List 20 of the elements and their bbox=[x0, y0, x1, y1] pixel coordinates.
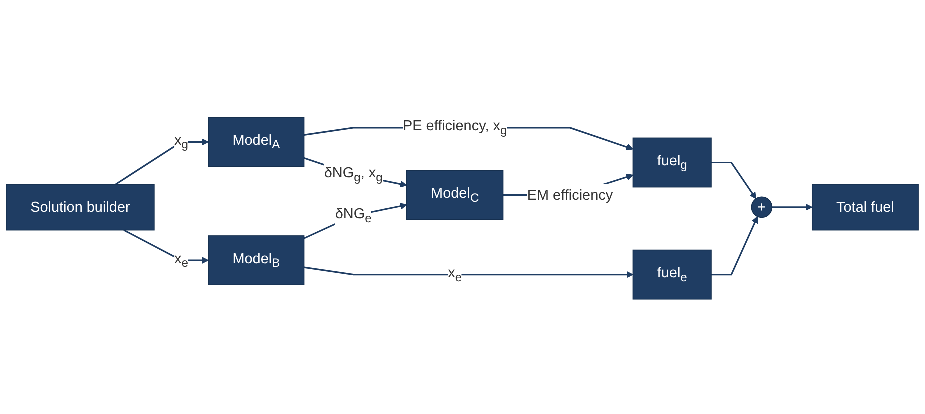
edge-label: δNG$_{e}$ bbox=[335, 205, 372, 226]
edge-label: x$_{e}$ bbox=[448, 264, 462, 284]
node-box: Model$_{A}$ bbox=[208, 116, 305, 167]
node-box: Model$_{B}$ bbox=[208, 235, 305, 286]
arrow bbox=[712, 216, 758, 276]
arrow bbox=[304, 202, 408, 239]
node-box: Total fuel bbox=[812, 184, 919, 230]
arrow bbox=[304, 266, 634, 278]
edge-label: x$_{g}$ bbox=[174, 132, 188, 152]
node-box: Solution builder bbox=[6, 184, 155, 230]
edge-label: PE efficiency, x$_{g}$ bbox=[402, 117, 508, 138]
edge-label: EM efficiency bbox=[527, 186, 614, 203]
node-circle: + bbox=[751, 196, 773, 218]
node-box: fuel$_{g}$ bbox=[632, 137, 712, 188]
edge-label: x$_{e}$ bbox=[174, 250, 188, 270]
arrow bbox=[772, 203, 813, 211]
arrow bbox=[712, 162, 756, 199]
node-box: Model$_{C}$ bbox=[406, 170, 504, 220]
edge-label: δNG$_{g}$, x$_{g}$ bbox=[324, 164, 383, 184]
node-box: fuel$_{e}$ bbox=[632, 249, 712, 300]
